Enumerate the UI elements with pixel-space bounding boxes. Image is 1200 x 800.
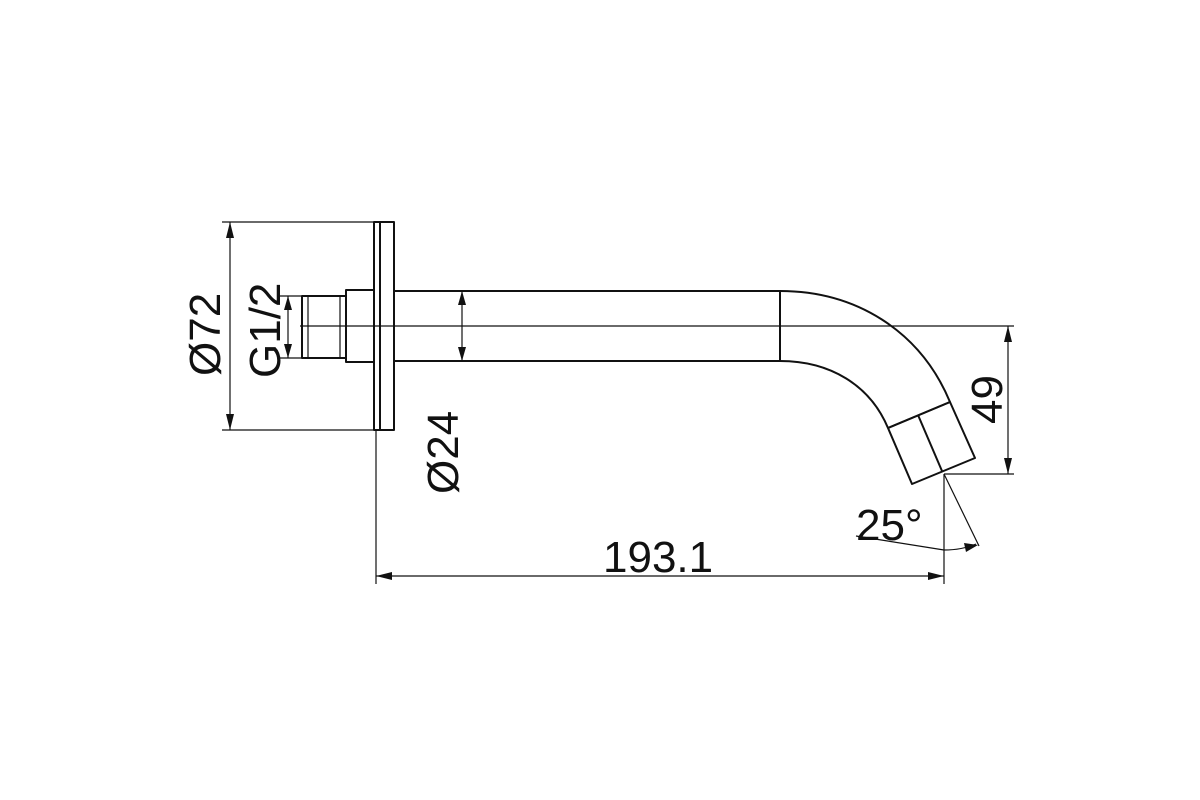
extension-lines (222, 221, 1014, 584)
dimension-outlet-angle: 25° (856, 501, 978, 552)
pipe-diameter-label: Ø24 (419, 411, 468, 494)
dimension-drop-height: 49 (963, 326, 1012, 474)
spout-bend (779, 290, 976, 485)
dimension-pipe-diameter: Ø24 (419, 291, 468, 494)
projection-length-label: 193.1 (603, 533, 713, 582)
thread-size-label: G1/2 (241, 283, 290, 378)
drop-height-label: 49 (963, 375, 1012, 424)
dimension-flange-diameter: Ø72 (181, 222, 234, 430)
dimension-projection-length: 193.1 (376, 533, 944, 582)
flange-diameter-label: Ø72 (181, 293, 230, 376)
dimension-thread-size: G1/2 (241, 283, 292, 378)
outlet-angle-label: 25° (856, 501, 923, 550)
